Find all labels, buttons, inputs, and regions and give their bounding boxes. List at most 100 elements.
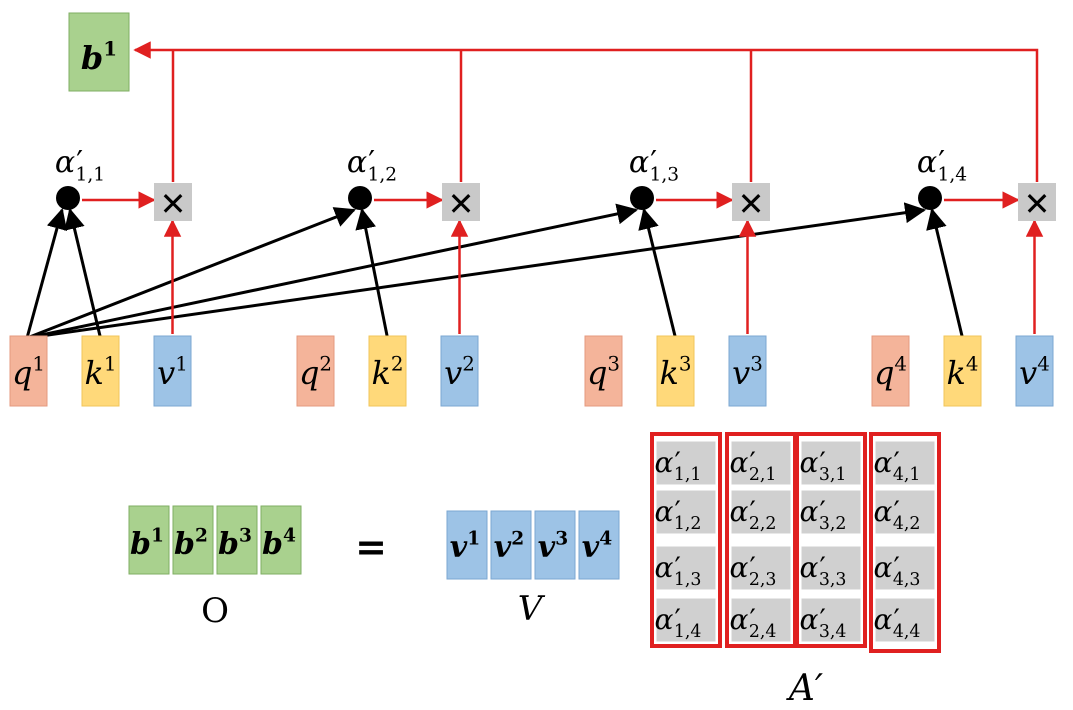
a-cell-1-3-label-base: α — [655, 551, 674, 584]
alpha-1-4-label-sub: 1,4 — [938, 164, 968, 185]
a-column-4-highlight — [869, 432, 941, 653]
alpha-1-4-label-prime: ′ — [938, 145, 945, 180]
a-cell-2-4-label-sub: 2,4 — [749, 622, 777, 642]
a-cell-4-2-label: α′4,2 — [874, 495, 921, 534]
output-bus-line — [133, 41, 1039, 182]
a-cell-3-1-label-prime: ′ — [819, 446, 825, 479]
a-cell-4-4-label: α′4,4 — [874, 603, 921, 642]
a-cell-3-3-label-prime: ′ — [819, 551, 825, 584]
multiply-node-3-box — [732, 183, 770, 221]
o-cell-2-label-sup: 2 — [195, 525, 208, 546]
a-cell-4-4-label-prime: ′ — [893, 603, 899, 636]
a-cell-1-3-label-sub: 1,3 — [674, 570, 702, 590]
k4-box — [943, 335, 982, 407]
o-cell-4-label-sup: 4 — [283, 525, 296, 546]
a-cell-2-2-label-prime: ′ — [749, 495, 755, 528]
q3-label-sup: 3 — [607, 353, 620, 376]
o-cell-1-label-base: b — [130, 527, 151, 562]
a-cell-2-4 — [730, 597, 792, 643]
alpha-1-2-label: α′1,2 — [347, 145, 397, 185]
v-cell-3-label-base: v — [538, 530, 556, 565]
v2-label: v2 — [444, 353, 475, 392]
a-cell-4-2-label-base: α — [874, 495, 893, 528]
v-cell-1-label-base: v — [450, 530, 468, 565]
v3-box — [728, 335, 767, 407]
a-cell-2-3 — [730, 545, 792, 591]
o-cell-1 — [128, 505, 170, 575]
a-cell-2-4-label-prime: ′ — [749, 603, 755, 636]
a-cell-3-4-label: α′3,4 — [800, 603, 847, 642]
k4-label-base: k — [946, 354, 965, 392]
a-cell-4-4-label-sub: 4,4 — [893, 622, 921, 642]
v-cell-4-label-sup: 4 — [599, 528, 612, 549]
a-cell-4-3-label-prime: ′ — [893, 551, 899, 584]
v4-label: v4 — [1019, 353, 1050, 392]
a-cell-3-3-label: α′3,3 — [800, 551, 847, 590]
a-cell-3-3-label-base: α — [800, 551, 819, 584]
a-cell-2-3-label-sub: 2,3 — [749, 570, 777, 590]
v-cell-1 — [446, 510, 488, 580]
o-cell-1-label: b1 — [130, 525, 164, 562]
a-cell-4-1-label: α′4,1 — [874, 446, 921, 485]
v1-label-base: v — [157, 354, 175, 392]
multiply-icon: ✕ — [160, 185, 187, 223]
v-cell-3-label: v3 — [538, 528, 568, 565]
alpha-1-3-label: α′1,3 — [629, 145, 679, 185]
a-cell-3-1 — [800, 440, 862, 486]
v2-box — [440, 335, 479, 407]
a-cell-1-4-label-base: α — [655, 603, 674, 636]
o-cell-2 — [172, 505, 214, 575]
multiply-icon: ✕ — [738, 185, 765, 223]
a-cell-3-4-label-base: α — [800, 603, 819, 636]
a-cell-3-2-label-base: α — [800, 495, 819, 528]
q2-label-sup: 2 — [319, 353, 332, 376]
q1-label-sup: 1 — [32, 353, 45, 376]
a-cell-2-4-label-base: α — [730, 603, 749, 636]
a-column-1-highlight — [650, 432, 722, 648]
a-cell-3-1-label: α′3,1 — [800, 446, 847, 485]
q4-label: q4 — [874, 353, 907, 392]
a-cell-3-2-label-sub: 3,2 — [819, 514, 847, 534]
v-cell-4-label-base: v — [582, 530, 600, 565]
a-cell-4-4-label-base: α — [874, 603, 893, 636]
o-cell-3-label: b3 — [218, 525, 252, 562]
a-cell-3-2-label-prime: ′ — [819, 495, 825, 528]
k3-label-base: k — [659, 354, 678, 392]
alpha-1-4-label-base: α — [917, 145, 937, 180]
alpha-1-2-label-base: α — [347, 145, 367, 180]
q1-label: q1 — [12, 353, 45, 392]
a-cell-3-4 — [800, 597, 862, 643]
a-cell-1-1-label: α′1,1 — [655, 446, 702, 485]
o-cell-2-label: b2 — [174, 525, 208, 562]
a-cell-1-2-label-sub: 1,2 — [674, 514, 702, 534]
a-cell-4-1-label-sub: 4,1 — [893, 465, 921, 485]
v1-label-sup: 1 — [175, 353, 188, 376]
a-cell-4-1-label-prime: ′ — [893, 446, 899, 479]
v3-label: v3 — [732, 353, 763, 392]
q4-label-base: q — [874, 354, 894, 392]
a-cell-3-3-label-sub: 3,3 — [819, 570, 847, 590]
o-cell-3 — [216, 505, 258, 575]
o-matrix-label: O — [201, 591, 229, 631]
q3-label-base: q — [587, 354, 607, 392]
k4-to-alpha-line — [926, 207, 964, 339]
q1-box — [9, 335, 48, 407]
o-cell-3-label-sup: 3 — [239, 525, 252, 546]
output-node-label: b1 — [81, 37, 117, 77]
k2-label-base: k — [371, 354, 390, 392]
o-cell-4-label-base: b — [262, 527, 283, 562]
multiply-node-1-box — [154, 183, 192, 221]
equals-sign: = — [355, 525, 387, 569]
v-cell-3 — [534, 510, 576, 580]
a-cell-2-1-label-sub: 2,1 — [749, 465, 777, 485]
a-cell-1-4-label-prime: ′ — [674, 603, 680, 636]
o-cell-4 — [260, 505, 302, 575]
v-cell-1-label-sup: 1 — [467, 528, 480, 549]
multiply-node-4-box — [1018, 183, 1056, 221]
v1-box — [153, 335, 192, 407]
a-cell-1-4-label-sub: 1,4 — [674, 622, 702, 642]
q1-to-alpha-1-4-line — [26, 202, 927, 340]
o-cell-3-label-base: b — [218, 527, 239, 562]
a-cell-2-3-label-prime: ′ — [749, 551, 755, 584]
